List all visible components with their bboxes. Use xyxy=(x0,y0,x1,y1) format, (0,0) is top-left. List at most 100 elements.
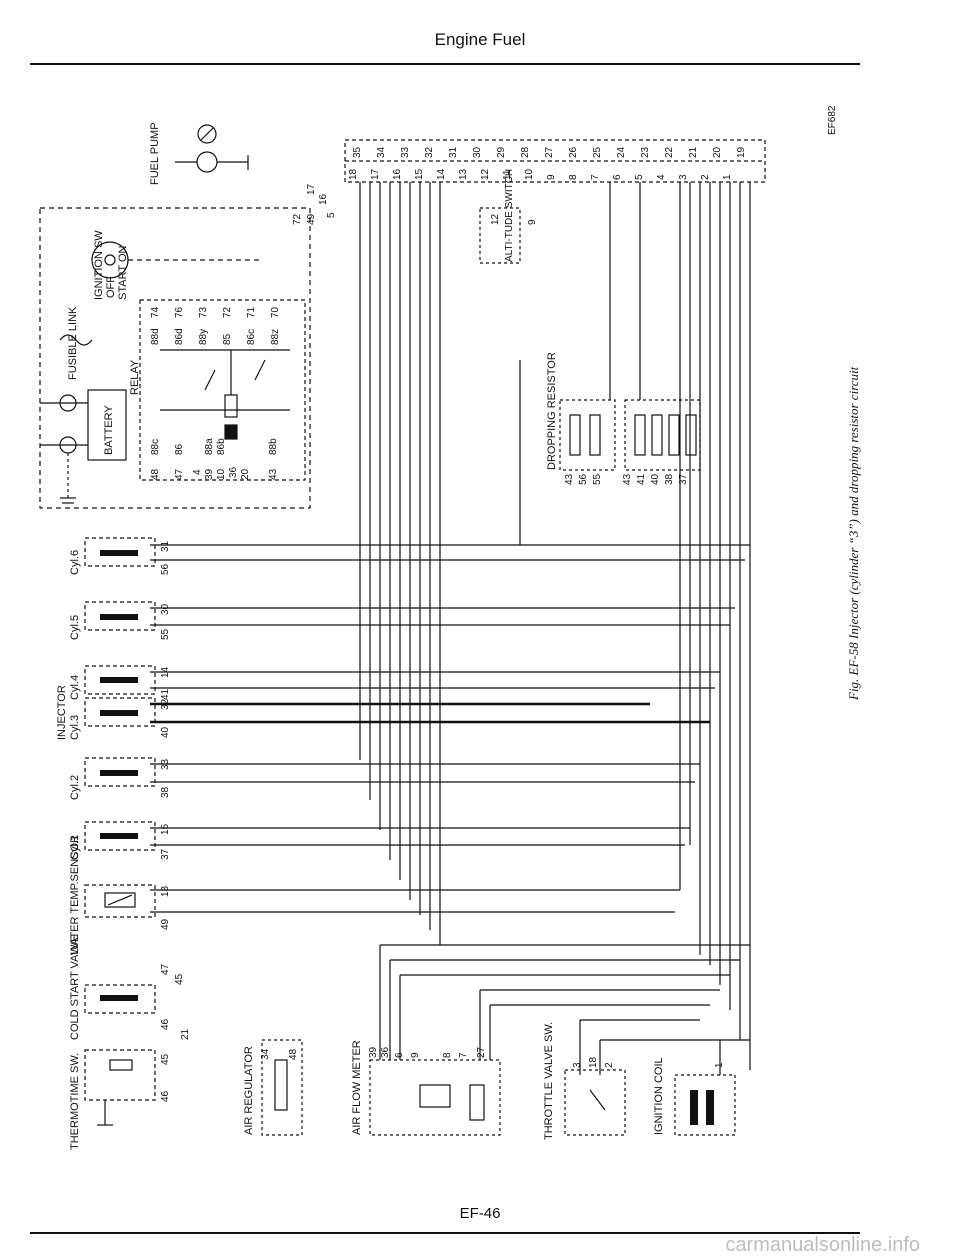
cyl1-pin: 37 xyxy=(160,848,171,860)
ecu-pin: 35 xyxy=(352,146,363,158)
ecu-side-pin: 5 xyxy=(326,212,337,218)
ecu-pin: 18 xyxy=(348,168,359,180)
throttle-pin: 3 xyxy=(572,1062,583,1068)
dropping-resistor-symbol xyxy=(559,399,701,471)
ecu-side-pin: 49 xyxy=(306,213,317,225)
sw-start-label: START xyxy=(117,265,129,300)
relay-pin: 70 xyxy=(270,306,281,318)
resistor-pin: 40 xyxy=(650,473,661,485)
ecu-pin: 27 xyxy=(544,146,555,158)
air-flow-label: AIR FLOW METER xyxy=(351,1040,363,1135)
relay-pin: 88a xyxy=(204,438,215,455)
thermotime-element xyxy=(109,1059,133,1071)
cyl2-label: Cyl.2 xyxy=(69,775,81,800)
relay-pin: 88b xyxy=(268,438,279,455)
relay-pin: 86c xyxy=(246,329,257,345)
ecu-pin: 28 xyxy=(520,146,531,158)
air-regulator-label: AIR REGULATOR xyxy=(243,1046,255,1135)
vertical-bus xyxy=(359,182,751,1070)
ecu-pin: 3 xyxy=(678,174,689,180)
cyl2-pin: 33 xyxy=(160,758,171,770)
cyl5-pin: 55 xyxy=(160,628,171,640)
ignition-coil-box xyxy=(674,1074,736,1136)
ecu-pin: 15 xyxy=(414,168,425,180)
ecu-pin: 20 xyxy=(712,146,723,158)
thermotime-pin: 45 xyxy=(160,1053,171,1065)
ecu-terminals: 35 34 33 32 31 30 29 28 27 26 25 24 23 2… xyxy=(292,146,747,225)
resistor-terminals: 43 56 55 43 41 40 38 37 xyxy=(564,473,689,485)
figure-code: EF682 xyxy=(827,105,838,135)
altitude-switch-symbol xyxy=(479,207,521,264)
water-temp-pin: 49 xyxy=(160,918,171,930)
throttle-label: THROTTLE VALVE SW. xyxy=(543,1022,555,1140)
cyl6-label: Cyl.6 xyxy=(69,550,81,575)
ecu-pin: 31 xyxy=(448,146,459,158)
relay-pin: 73 xyxy=(198,306,209,318)
cyl4-pin: 41 xyxy=(160,688,171,700)
cold-start-pin: 46 xyxy=(160,1018,171,1030)
relay-pin: 47 xyxy=(174,468,185,480)
sw-on-label: ON xyxy=(117,245,129,262)
water-temp-pin: 13 xyxy=(160,885,171,897)
resistor-pin: 41 xyxy=(636,473,647,485)
ecu-pin: 24 xyxy=(616,146,627,158)
fusible-link-label: FUSIBLE LINK xyxy=(67,306,79,380)
ignition-coil-pin: 1 xyxy=(714,1062,725,1068)
ecu-pin: 1 xyxy=(722,174,733,180)
ecu-pin: 32 xyxy=(424,146,435,158)
air-flow-pin: 8 xyxy=(442,1052,453,1058)
air-flow-pin: 7 xyxy=(458,1052,469,1058)
cyl1-label: Cyl.1 xyxy=(69,835,81,860)
cyl5-label: Cyl.5 xyxy=(69,615,81,640)
ecu-pin: 23 xyxy=(640,146,651,158)
water-temp-element xyxy=(104,892,136,908)
cold-start-label: COLD START VALVE xyxy=(69,935,81,1040)
relay-pin: 43 xyxy=(268,468,279,480)
relay-pin: 39 xyxy=(204,468,215,480)
ecu-pin: 34 xyxy=(376,146,387,158)
resistor-pin: 43 xyxy=(622,473,633,485)
cyl3-pin: 32 xyxy=(160,698,171,710)
relay-pin: 10 xyxy=(216,468,227,480)
relay-pin: 71 xyxy=(246,306,257,318)
resistor-pin: 38 xyxy=(664,473,675,485)
relay-pin: 88y xyxy=(198,329,209,345)
relay-pin: 85 xyxy=(222,333,233,345)
ecu-pin: 25 xyxy=(592,146,603,158)
throttle-pin: 18 xyxy=(588,1056,599,1068)
header-rule xyxy=(30,63,860,65)
ignition-sw-label: IGNITION SW xyxy=(93,230,105,300)
ecu-pin: 16 xyxy=(392,168,403,180)
thermotime-label: THERMOTIME SW. xyxy=(69,1053,81,1150)
injector-frames xyxy=(84,537,156,1101)
resistor-pin: 55 xyxy=(592,473,603,485)
ecu-pin: 11 xyxy=(502,169,513,180)
air-flow-pin: 27 xyxy=(476,1046,487,1058)
throttle-switch-box xyxy=(564,1069,626,1136)
fuel-pump-symbol xyxy=(175,124,249,173)
cyl1-pin: 15 xyxy=(160,823,171,835)
water-temp-label: WATER TEMP.SENSOR xyxy=(69,835,81,955)
resistor-pin: 37 xyxy=(678,473,689,485)
altitude-pin: 12 xyxy=(490,213,501,225)
ecu-pin: 8 xyxy=(568,174,579,180)
relay-pin: 88d xyxy=(150,328,161,345)
ecu-pin: 10 xyxy=(524,168,535,180)
air-regulator-pin: 34 xyxy=(260,1048,271,1060)
ecu-pin: 17 xyxy=(370,168,381,180)
air-flow-pin: 39 xyxy=(368,1046,379,1058)
cyl3-label: Cyl.3 xyxy=(69,715,81,740)
throttle-pin: 2 xyxy=(604,1062,615,1068)
fuel-pump-label: FUEL PUMP xyxy=(149,122,161,185)
injector-label: INJECTOR xyxy=(56,685,68,740)
page-number: EF-46 xyxy=(459,1205,501,1222)
ecu-side-pin: 72 xyxy=(292,213,303,225)
air-regulator-box xyxy=(261,1039,303,1136)
air-flow-pin: 9 xyxy=(410,1052,421,1058)
ignition-switch-symbol xyxy=(91,241,260,279)
ecu-pin: 21 xyxy=(688,146,699,158)
ecu-pin: 2 xyxy=(700,174,711,180)
figure-caption: Fig. EF-58 Injector (cylinder “3”) and d… xyxy=(846,366,861,701)
air-flow-pin: 6 xyxy=(394,1052,405,1058)
